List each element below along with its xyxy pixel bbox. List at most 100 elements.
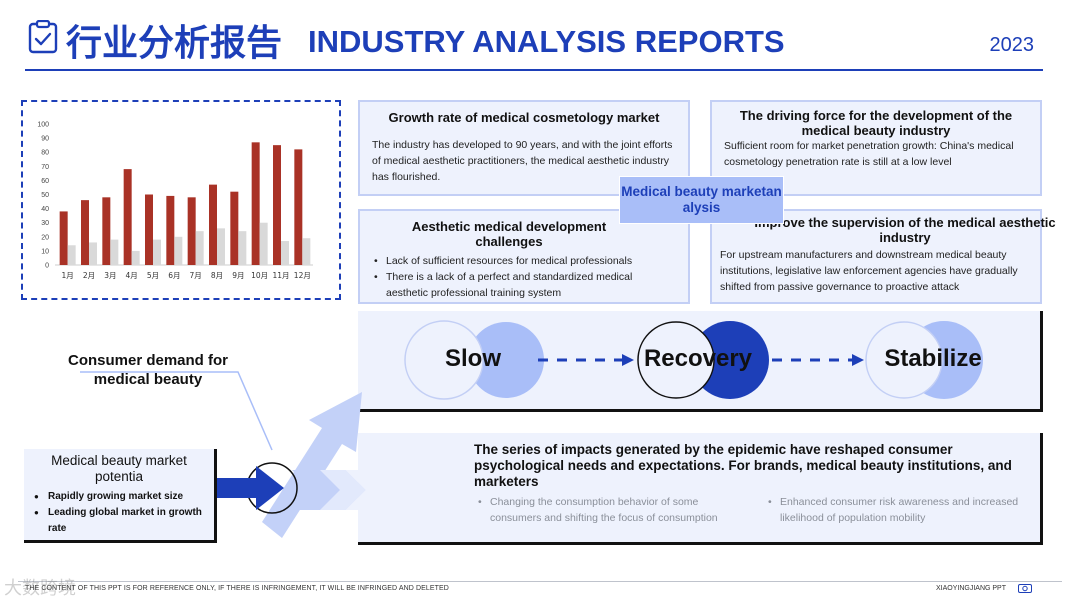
card-title: Improve the supervision of the medical a… — [754, 215, 1056, 245]
impact-title: The series of impacts generated by the e… — [474, 442, 1012, 489]
bar — [153, 239, 161, 265]
center-badge: Medical beauty marketan alysis — [619, 176, 784, 224]
x-tick-label: 4月 — [126, 271, 138, 280]
y-tick-label: 0 — [45, 263, 49, 270]
bar — [59, 211, 68, 265]
flow-arrows-graphic — [80, 371, 380, 538]
stage-panel: Slow Recovery Stabilize — [358, 311, 1043, 412]
chevron-icon — [346, 470, 380, 510]
y-tick-label: 10 — [41, 248, 49, 255]
y-tick-label: 20 — [41, 234, 49, 241]
bar — [145, 194, 153, 265]
bar — [81, 200, 89, 265]
stage-diagram — [404, 320, 983, 400]
bar — [131, 250, 140, 265]
consumer-demand-label: Consumer demand for medical beauty — [67, 352, 229, 388]
x-tick-label: 1月 — [62, 271, 74, 280]
page-title-cn: 行业分析报告 — [66, 23, 283, 64]
x-tick-label: 8月 — [211, 271, 223, 280]
bar — [230, 191, 239, 265]
list-item: There is a lack of a perfect and standar… — [372, 269, 676, 301]
x-tick-label: 12月 — [294, 271, 311, 280]
footer-disclaimer: THE CONTENT OF THIS PPT IS FOR REFERENCE… — [25, 585, 449, 592]
potential-list: Rapidly growing market size Leading glob… — [30, 489, 208, 537]
bar — [187, 197, 196, 265]
card-text: Sufficient room for market penetration g… — [724, 140, 1014, 168]
bar — [238, 231, 247, 265]
bar — [102, 197, 111, 265]
y-tick-label: 70 — [41, 164, 49, 171]
year-label: 2023 — [989, 34, 1035, 56]
x-tick-label: 2月 — [83, 271, 95, 280]
y-tick-label: 80 — [41, 150, 49, 157]
connector-line — [80, 371, 273, 451]
bar — [195, 231, 204, 265]
card-text: The industry has developed to 90 years, … — [372, 139, 673, 183]
y-tick-label: 60 — [41, 178, 49, 185]
y-tick-label: 30 — [41, 220, 49, 227]
footer-brand: XIAOYINGJIANG PPT — [935, 585, 1006, 592]
card-challenges: Aesthetic medical development challenges… — [358, 209, 690, 304]
bar — [251, 142, 260, 265]
bar — [89, 242, 97, 265]
y-tick-label: 50 — [41, 192, 49, 199]
x-tick-label: 9月 — [232, 271, 244, 280]
impact-panel: The series of impacts generated by the e… — [358, 433, 1043, 545]
list-item: Leading global market in growth rate — [30, 505, 208, 537]
clipboard-icon — [28, 20, 58, 54]
list-item: Lack of sufficient resources for medical… — [372, 253, 676, 269]
x-tick-label: 7月 — [190, 271, 202, 280]
x-tick-label: 5月 — [147, 271, 159, 280]
arrow-head-icon — [852, 354, 864, 366]
footer-divider — [18, 581, 1062, 582]
rising-arrow-icon — [262, 392, 362, 538]
impact-bullet: Enhanced consumer risk awareness and inc… — [766, 494, 1036, 526]
x-tick-label: 11月 — [272, 271, 289, 280]
stage-label-slow: Slow — [444, 345, 501, 372]
card-title: Medical beauty market potentia — [51, 453, 187, 484]
watermark: 大数跨境 — [4, 578, 76, 599]
y-tick-label: 100 — [37, 122, 49, 129]
bar — [273, 145, 281, 265]
bar — [110, 239, 119, 265]
card-title: Aesthetic medical development challenges — [411, 219, 607, 249]
bar-chart: 0 10 20 30 40 50 60 70 80 90 100 1月 2月 3月 4月 5月 6月 7月 8月 9月… — [37, 122, 313, 280]
bar — [259, 222, 268, 265]
x-tick-label: 6月 — [168, 271, 180, 280]
camera-icon — [1018, 584, 1032, 593]
stage-label-recovery: Recovery — [643, 345, 753, 372]
bar-chart-panel: 0 10 20 30 40 50 60 70 80 90 100 1月 2月 3月 4月 5月 6月 7月 8月 9月… — [21, 100, 341, 300]
bar — [217, 228, 225, 265]
y-tick-label: 90 — [41, 136, 49, 143]
bar — [174, 236, 183, 265]
list-item: Rapidly growing market size — [30, 489, 208, 505]
arrow-head-icon — [622, 354, 634, 366]
bar — [209, 184, 217, 265]
stage-circle-front — [404, 320, 484, 400]
card-title: Growth rate of medical cosmetology marke… — [388, 110, 660, 125]
stage-label-stabilize: Stabilize — [884, 345, 982, 372]
card-title: The driving force for the development of… — [739, 108, 1013, 138]
bar — [67, 245, 76, 265]
stage-circle-front — [637, 321, 715, 399]
x-tick-label: 3月 — [104, 271, 116, 280]
impact-bullet: Changing the consumption behavior of som… — [476, 494, 736, 526]
main-arrow-icon — [217, 466, 284, 510]
page-title-en: INDUSTRY ANALYSIS REPORTS — [308, 24, 785, 59]
bar — [166, 195, 175, 265]
header-divider — [25, 69, 1043, 71]
market-potential-card: Medical beauty market potentia Rapidly g… — [24, 449, 217, 543]
card-supervision: Improve the supervision of the medical a… — [710, 209, 1056, 304]
stage-circle-front — [865, 321, 943, 399]
y-tick-label: 40 — [41, 206, 49, 213]
chevron-icon — [292, 470, 340, 510]
bar — [123, 169, 132, 265]
x-tick-label: 10月 — [251, 271, 268, 280]
card-text: For upstream manufacturers and downstrea… — [720, 249, 1018, 293]
bar — [302, 238, 311, 265]
bar — [294, 149, 303, 265]
challenge-list: Lack of sufficient resources for medical… — [372, 253, 676, 301]
bar — [281, 241, 289, 265]
stage-circle-back — [468, 322, 544, 398]
stage-circle-back — [691, 321, 769, 399]
